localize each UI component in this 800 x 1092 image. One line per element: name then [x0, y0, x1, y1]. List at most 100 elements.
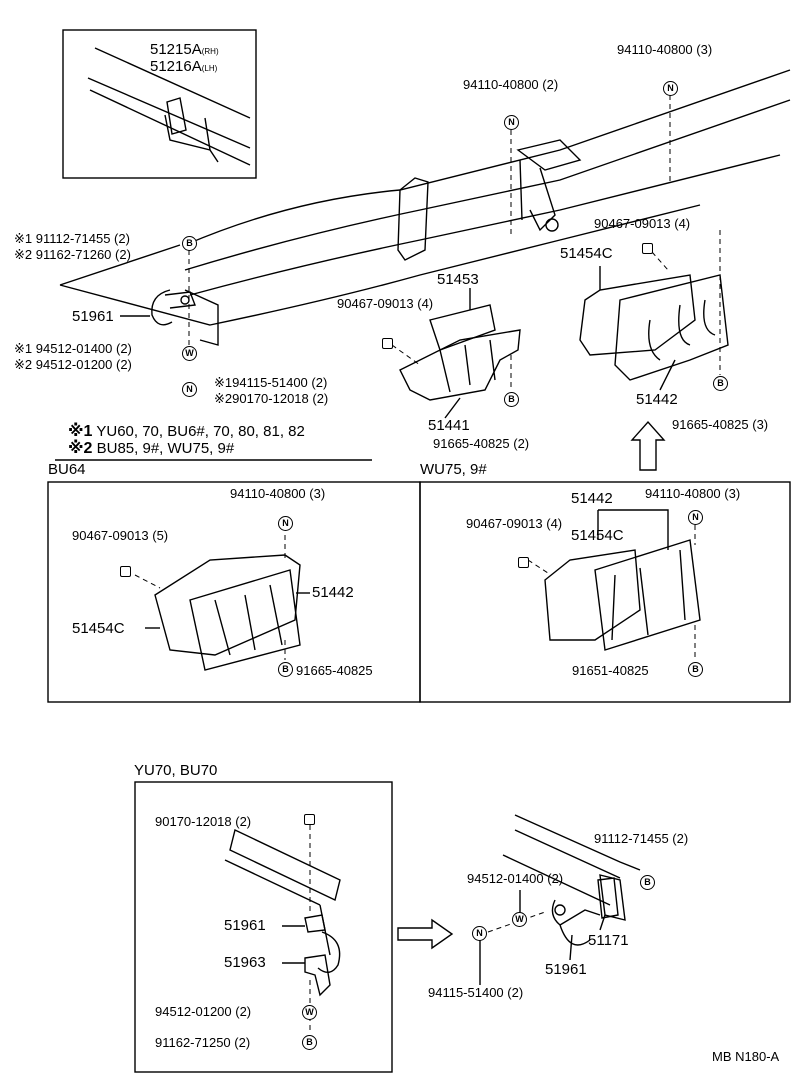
nut-symbol: N — [278, 516, 293, 531]
wu75-frame — [419, 481, 791, 703]
hook-pin — [180, 295, 190, 305]
yu70-label-bolt: 91162-71250 (2) — [155, 1035, 251, 1050]
label-51441: 51441 — [428, 417, 470, 434]
wu75-51442 — [594, 539, 701, 651]
washer-symbol: W — [302, 1005, 317, 1020]
nut-symbol: N — [472, 926, 487, 941]
washer-nut-symbol — [120, 566, 131, 577]
bu64-51454c — [154, 554, 301, 656]
bu64-label-51442: 51442 — [312, 584, 354, 601]
br-label-51961: 51961 — [545, 961, 587, 978]
bu64-label-washer: 90467-09013 (5) — [72, 528, 169, 543]
label-nut-left-1: ※194115-51400 (2) — [214, 376, 327, 390]
br-label-bolt: 91112-71455 (2) — [594, 831, 689, 846]
br-label-nut: 94115-51400 (2) — [428, 985, 524, 1000]
part-number: 91112-71455 (2) — [35, 231, 130, 246]
yu70-plate-51963 — [304, 954, 331, 997]
bolt-symbol: B — [640, 875, 655, 890]
yu70-frame — [134, 781, 393, 1073]
br-hook-pin — [554, 904, 566, 916]
note-1: ※1 YU60, 70, BU6#, 70, 80, 81, 82 — [68, 423, 305, 441]
label-washer-left-1: ※1 94512-01400 (2) — [14, 342, 132, 356]
arrow-up — [630, 420, 666, 471]
leader-51442 — [659, 359, 676, 391]
label-bolt-right: 91665-40825 (3) — [672, 417, 769, 432]
side-code: (RH) — [201, 47, 219, 56]
washer-nut-symbol — [382, 338, 393, 349]
br-frame-rail — [502, 814, 641, 906]
bu64-label-nut: 94110-40800 (3) — [230, 486, 326, 501]
label-washer-right: 90467-09013 (4) — [594, 216, 691, 231]
note-mark: ※1 — [14, 341, 33, 356]
spring-hanger — [516, 139, 582, 232]
wu75-label-51454c: 51454C — [571, 527, 624, 544]
br-frame-flange — [599, 874, 626, 921]
bolt-symbol: B — [713, 376, 728, 391]
leader-br-51961 — [569, 934, 573, 961]
part-number: 94512-01400 (2) — [35, 341, 132, 356]
leader-51441 — [444, 397, 461, 419]
note-text: YU60, 70, BU6#, 70, 80, 81, 82 — [96, 423, 305, 440]
part-number: 94512-01200 (2) — [35, 357, 132, 372]
hanger-bolt-hole — [545, 218, 559, 232]
frame-rail-low — [189, 154, 781, 296]
label-bolt-mid: 91665-40825 (2) — [433, 436, 530, 451]
inset-frame — [62, 29, 257, 179]
br-plate-51171 — [597, 877, 619, 919]
mudguard-51441 — [399, 329, 521, 401]
bolt-symbol: B — [688, 662, 703, 677]
wu75-label-nut: 94110-40800 (3) — [645, 486, 741, 501]
arrow-right — [397, 918, 454, 950]
wu75-51454c — [544, 549, 641, 641]
note-mark: ※2 — [68, 440, 93, 457]
frame-gusset — [397, 177, 429, 261]
label-51453: 51453 — [437, 271, 479, 288]
label-nut-left-2: ※290170-12018 (2) — [214, 392, 328, 406]
bu64-title: BU64 — [48, 461, 86, 478]
towing-hook — [151, 289, 196, 326]
bu64-label-bolt: 91665-40825 — [296, 663, 373, 678]
part-number: 94115-51400 (2) — [232, 375, 328, 390]
yu70-label-51961: 51961 — [224, 917, 266, 934]
label-bolt-left-1: ※1 91112-71455 (2) — [14, 232, 130, 246]
note-mark: ※1 — [14, 231, 33, 246]
label-top-nut-1: 94110-40800 (3) — [617, 42, 713, 57]
label-51442: 51442 — [636, 391, 678, 408]
frame-rail-bottom — [59, 204, 701, 326]
bu64-label-51454c: 51454C — [72, 620, 125, 637]
part-number: 51216A — [150, 58, 202, 75]
yu70-rail — [224, 829, 341, 956]
washer-nut-symbol — [518, 557, 529, 568]
wu75-label-51442: 51442 — [571, 490, 613, 507]
mudguard-51442 — [614, 274, 729, 381]
wu75-label-washer: 90467-09013 (4) — [466, 516, 563, 531]
label-51454c: 51454C — [560, 245, 613, 262]
inset-label-51215a: 51215A(RH) — [150, 42, 219, 60]
nut-symbol-yu70 — [304, 814, 315, 825]
br-label-51171: 51171 — [588, 932, 629, 949]
diagram-code: MB N180-A — [712, 1049, 780, 1064]
bolt-symbol: B — [278, 662, 293, 677]
wu75-label-bolt: 91651-40825 — [572, 663, 649, 678]
leader-br-51171 — [599, 914, 606, 931]
label-washer-mid: 90467-09013 (4) — [337, 296, 434, 311]
nut-symbol: N — [688, 510, 703, 525]
yu70-hook-51961 — [304, 914, 341, 973]
wu75-title: WU75, 9# — [420, 461, 487, 478]
note-mark: ※1 — [214, 375, 233, 390]
frame-rail-mid — [184, 99, 791, 271]
label-top-nut-2: 94110-40800 (2) — [463, 77, 559, 92]
yu70-label-nut: 90170-12018 (2) — [155, 814, 252, 829]
br-hook-51961 — [551, 899, 601, 946]
note-mark: ※2 — [14, 247, 33, 262]
note-text: BU85, 9#, WU75, 9# — [96, 440, 235, 457]
leader-wu75-51442 — [597, 509, 669, 550]
note-mark: ※2 — [14, 357, 33, 372]
part-number: 90170-12018 (2) — [232, 391, 329, 406]
inset-bracket — [166, 97, 211, 151]
yu70-title: YU70, BU70 — [134, 762, 218, 779]
note-mark: ※2 — [214, 391, 233, 406]
nut-symbol: N — [663, 81, 678, 96]
